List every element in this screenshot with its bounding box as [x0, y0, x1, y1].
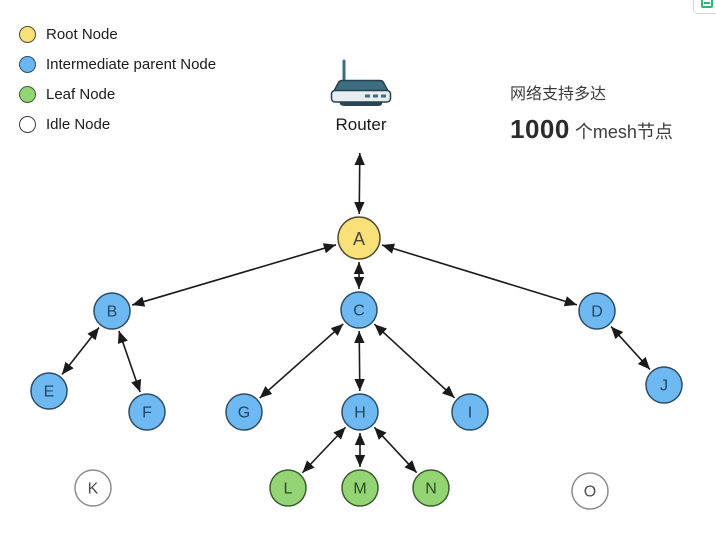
node-label-B: B — [107, 304, 118, 321]
router: Router — [321, 58, 401, 135]
node-circle-G — [225, 393, 263, 431]
node-label-G: G — [238, 405, 250, 422]
node-circle-A — [337, 216, 381, 260]
root-node-swatch — [19, 25, 36, 43]
node-circle-N — [412, 469, 450, 507]
node-circle-M — [341, 469, 379, 507]
node-label-O: O — [584, 484, 596, 501]
node-circle-K — [74, 469, 112, 507]
node-circle-O — [571, 472, 609, 510]
edge-B-E — [61, 327, 100, 375]
node-F: F — [128, 393, 166, 431]
node-circle-J — [645, 366, 683, 404]
headline: 网络支持多达 1000 个mesh节点 — [510, 80, 673, 145]
node-M: M — [341, 469, 379, 507]
node-circle-I — [451, 393, 489, 431]
legend-item-idle: Idle Node — [19, 109, 216, 139]
router-top-shell — [333, 79, 389, 92]
node-label-M: M — [353, 481, 366, 498]
node-label-F: F — [142, 405, 152, 422]
node-label-D: D — [591, 304, 603, 321]
node-label-J: J — [660, 378, 668, 395]
node-I: I — [451, 393, 489, 431]
node-label-L: L — [284, 481, 293, 498]
node-E: E — [30, 372, 68, 410]
edge-C-I — [373, 323, 456, 399]
router-base — [339, 102, 383, 106]
node-circle-C — [340, 291, 378, 329]
nodes-group: A B C D E F G H I J K L M N O — [30, 216, 683, 510]
legend-label: Idle Node — [46, 115, 111, 133]
node-circle-D — [578, 292, 616, 330]
legend-item-root: Root Node — [19, 19, 216, 49]
edge-A-D — [381, 243, 578, 307]
router-icon — [330, 59, 392, 106]
node-G: G — [225, 393, 263, 431]
copy-icon-dash — [704, 2, 710, 4]
node-circle-H — [341, 393, 379, 431]
edge-H-N — [373, 426, 418, 474]
legend-item-leaf: Leaf Node — [19, 79, 216, 109]
node-A: A — [337, 216, 381, 260]
headline-line2: 1000 个mesh节点 — [510, 114, 673, 145]
node-label-E: E — [44, 384, 55, 401]
legend-label: Intermediate parent Node — [46, 55, 217, 73]
router-led — [365, 94, 370, 98]
headline-count: 1000 — [510, 114, 570, 144]
node-label-K: K — [88, 481, 99, 498]
edge-A-B — [131, 243, 337, 307]
edge-Router-A — [354, 152, 365, 215]
router-led — [373, 94, 378, 98]
node-K: K — [74, 469, 112, 507]
headline-line1: 网络支持多达 — [510, 86, 607, 103]
legend-label: Leaf Node — [46, 85, 116, 103]
idle-node-swatch — [19, 115, 36, 133]
node-L: L — [269, 469, 307, 507]
node-J: J — [645, 366, 683, 404]
node-circle-F — [128, 393, 166, 431]
router-label: Router — [335, 115, 387, 134]
edge-H-L — [301, 426, 347, 474]
edge-D-J — [610, 326, 651, 370]
node-H: H — [341, 393, 379, 431]
headline-suffix: 个mesh节点 — [569, 122, 673, 142]
router-led — [381, 94, 386, 98]
edge-C-G — [259, 323, 344, 399]
legend-label: Root Node — [46, 25, 118, 43]
node-label-N: N — [425, 481, 437, 498]
node-label-H: H — [354, 405, 366, 422]
edge-B-F — [117, 330, 142, 393]
node-circle-B — [93, 292, 131, 330]
node-label-C: C — [353, 303, 365, 320]
router-body — [330, 89, 392, 103]
edges-group — [61, 152, 651, 474]
legend-item-intermediate: Intermediate parent Node — [19, 49, 216, 79]
leaf-node-swatch — [19, 85, 36, 103]
node-circle-E — [30, 372, 68, 410]
edge-C-H — [354, 330, 365, 392]
node-O: O — [571, 472, 609, 510]
node-label-A: A — [353, 229, 365, 249]
copy-icon[interactable] — [701, 0, 713, 8]
node-label-I: I — [468, 405, 472, 422]
node-N: N — [412, 469, 450, 507]
node-C: C — [340, 291, 378, 329]
node-B: B — [93, 292, 131, 330]
code-block-corner — [693, 0, 716, 14]
node-D: D — [578, 292, 616, 330]
intermediate-node-swatch — [19, 55, 36, 73]
node-circle-L — [269, 469, 307, 507]
